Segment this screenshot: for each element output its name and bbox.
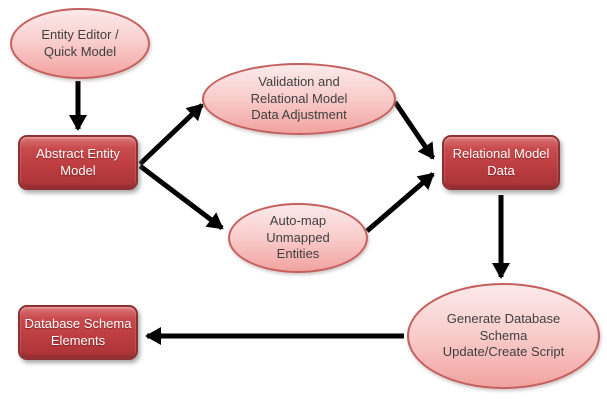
- arrow-abstract-to-automap: [138, 164, 224, 230]
- node-relational-model-data: Relational Model Data: [442, 135, 560, 190]
- arrow-validation-to-relational: [392, 100, 436, 160]
- node-entity-editor: Entity Editor / Quick Model: [10, 8, 150, 79]
- arrow-automap-to-relational: [365, 172, 435, 233]
- arrow-abstract-to-validation: [138, 103, 204, 166]
- node-validation-adjustment: Validation and Relational Model Data Adj…: [202, 63, 396, 135]
- node-auto-map-unmapped-entities: Auto-map Unmapped Entities: [228, 203, 368, 273]
- node-abstract-entity-model: Abstract Entity Model: [18, 135, 138, 190]
- node-generate-database-schema-script: Generate Database Schema Update/Create S…: [407, 283, 600, 389]
- node-database-schema-elements: Database Schema Elements: [18, 305, 138, 360]
